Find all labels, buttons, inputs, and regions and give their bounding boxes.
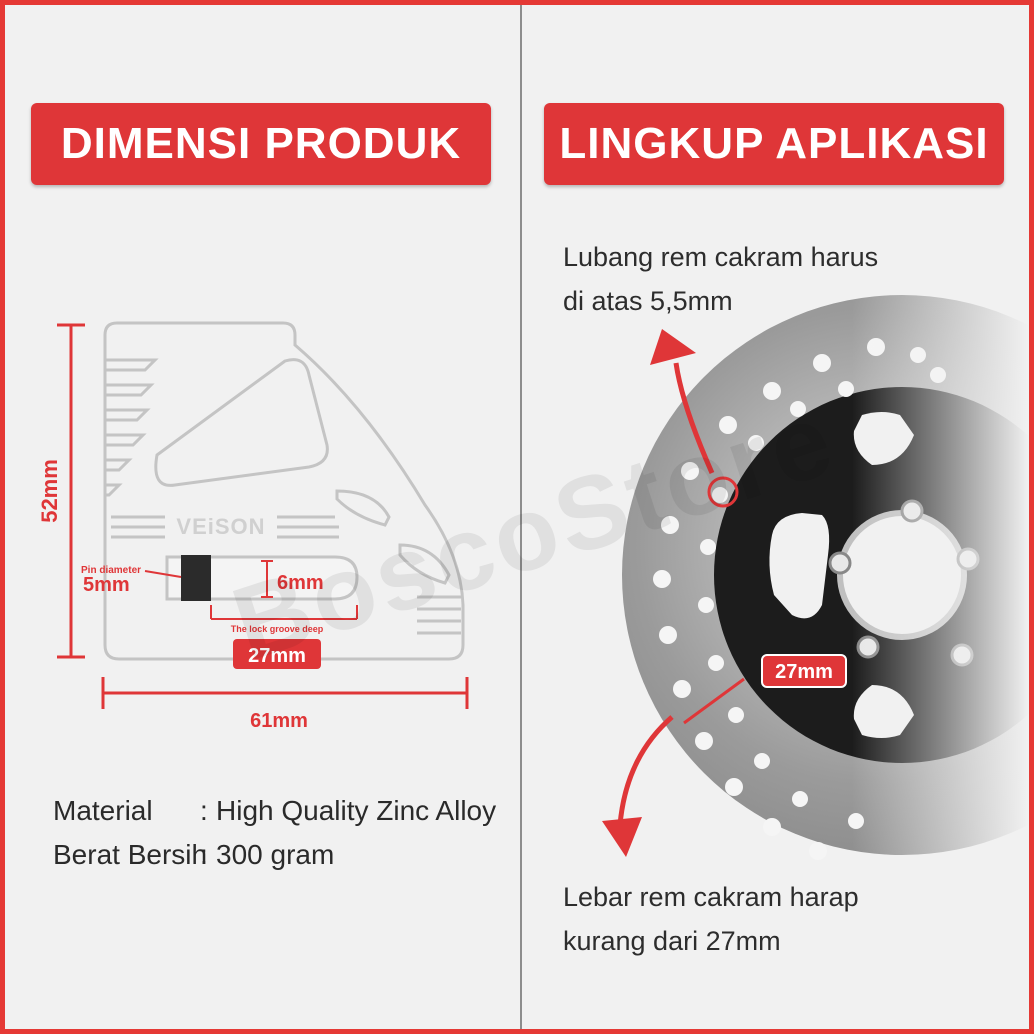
pin-diameter-pointer (144, 570, 182, 578)
pin-diameter-label: 5mm (83, 574, 130, 596)
spec-separator: : (200, 839, 208, 870)
pin-diameter-caption: Pin diameter (81, 565, 141, 576)
dimension-width-line (101, 677, 469, 709)
spec-label: Berat Bersih (53, 839, 208, 870)
brake-disc-illustration: 27mm (602, 295, 1029, 875)
groove-depth-line (210, 605, 358, 620)
caption-hole-requirement: Lubang rem cakram harus di atas 5,5mm (563, 235, 878, 323)
lock-groove-slot (165, 555, 359, 601)
spec-row-material: Material : High Quality Zinc Alloy (53, 789, 496, 833)
caption-line: Lubang rem cakram harus (563, 242, 879, 272)
lock-grooves (417, 595, 461, 635)
arrow-up-head (650, 329, 696, 365)
title-lingkup-aplikasi: LINGKUP APLIKASI (544, 103, 1004, 185)
lock-body (103, 321, 465, 661)
arrow-up-icon (673, 362, 715, 475)
dimension-height-line (57, 323, 85, 659)
caption-line: Lebar rem cakram harap (563, 882, 859, 912)
groove-width-label: 27mm (248, 645, 306, 667)
highlighted-hole-ring (707, 476, 739, 508)
spec-list: Material : High Quality Zinc Alloy Berat… (53, 789, 496, 877)
title-dimensi-produk: DIMENSI PRODUK (31, 103, 491, 185)
lock-fins (103, 358, 159, 497)
arrow-down-icon (617, 715, 674, 826)
spec-label: Material (53, 795, 153, 826)
lock-dimension-drawing: 52mm VEiSON (37, 321, 469, 732)
arrow-down-head (602, 817, 642, 857)
caption-width-requirement: Lebar rem cakram harap kurang dari 27mm (563, 875, 859, 963)
groove-height-line (261, 560, 273, 598)
disc-width-label: 27mm (775, 661, 833, 683)
brake-disc (622, 295, 1029, 875)
groove-width-badge (233, 639, 321, 669)
spec-row-weight: Berat Bersih : 300 gram (53, 833, 496, 877)
spec-separator: : (200, 795, 208, 826)
brand-logo-text: VEiSON (176, 514, 265, 539)
brand-band (111, 515, 339, 539)
groove-depth-caption: The lock groove deep (231, 624, 324, 634)
groove-height-label: 6mm (277, 572, 324, 594)
width-marker-line (683, 677, 745, 725)
spec-value: 300 gram (216, 839, 335, 870)
dimension-height-label: 52mm (37, 459, 62, 523)
caption-line: di atas 5,5mm (563, 286, 733, 316)
disc-fade-overlay (852, 295, 1029, 875)
lock-pin (181, 555, 211, 601)
dimension-width-label: 61mm (250, 710, 308, 732)
spec-value: High Quality Zinc Alloy (216, 795, 497, 826)
panel-divider (520, 5, 522, 1029)
disc-width-badge (761, 654, 847, 688)
caption-line: kurang dari 27mm (563, 926, 781, 956)
